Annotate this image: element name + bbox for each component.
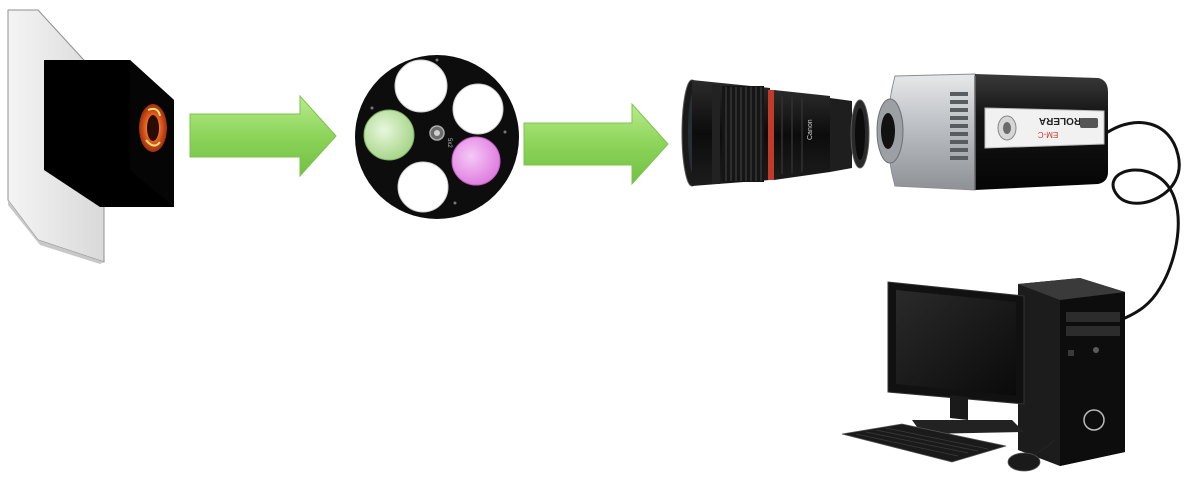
filter-slot-5 — [398, 162, 448, 212]
camera-model-label: EM-C — [1038, 130, 1059, 139]
pc-tower — [1018, 278, 1125, 466]
tissue-sample — [139, 104, 167, 152]
camera-badge — [1080, 118, 1098, 128]
flow-arrow-1 — [190, 96, 336, 176]
flow-arrow-2 — [524, 104, 668, 184]
monitor — [888, 282, 1024, 434]
camera-body-icon: ROLERA EM-C — [877, 74, 1108, 190]
desktop-computer-icon — [842, 278, 1125, 471]
filter-slot-pink — [452, 137, 500, 185]
power-button — [1093, 347, 1099, 353]
filter-slot-2 — [453, 84, 503, 134]
filter-slot-1 — [395, 60, 447, 112]
lens-grip-ring — [722, 86, 764, 182]
filter-wheel-icon: 5x2 — [355, 55, 519, 219]
camera-brand-label: ROLERA — [1039, 115, 1081, 126]
camera-lens-icon: Canon — [682, 80, 869, 186]
filter-slot-green — [364, 110, 414, 160]
wheel-center-label: 5x2 — [446, 138, 452, 148]
specimen-block-icon — [8, 10, 174, 264]
lens-brand-label: Canon — [807, 119, 814, 140]
data-cable — [1108, 123, 1179, 318]
